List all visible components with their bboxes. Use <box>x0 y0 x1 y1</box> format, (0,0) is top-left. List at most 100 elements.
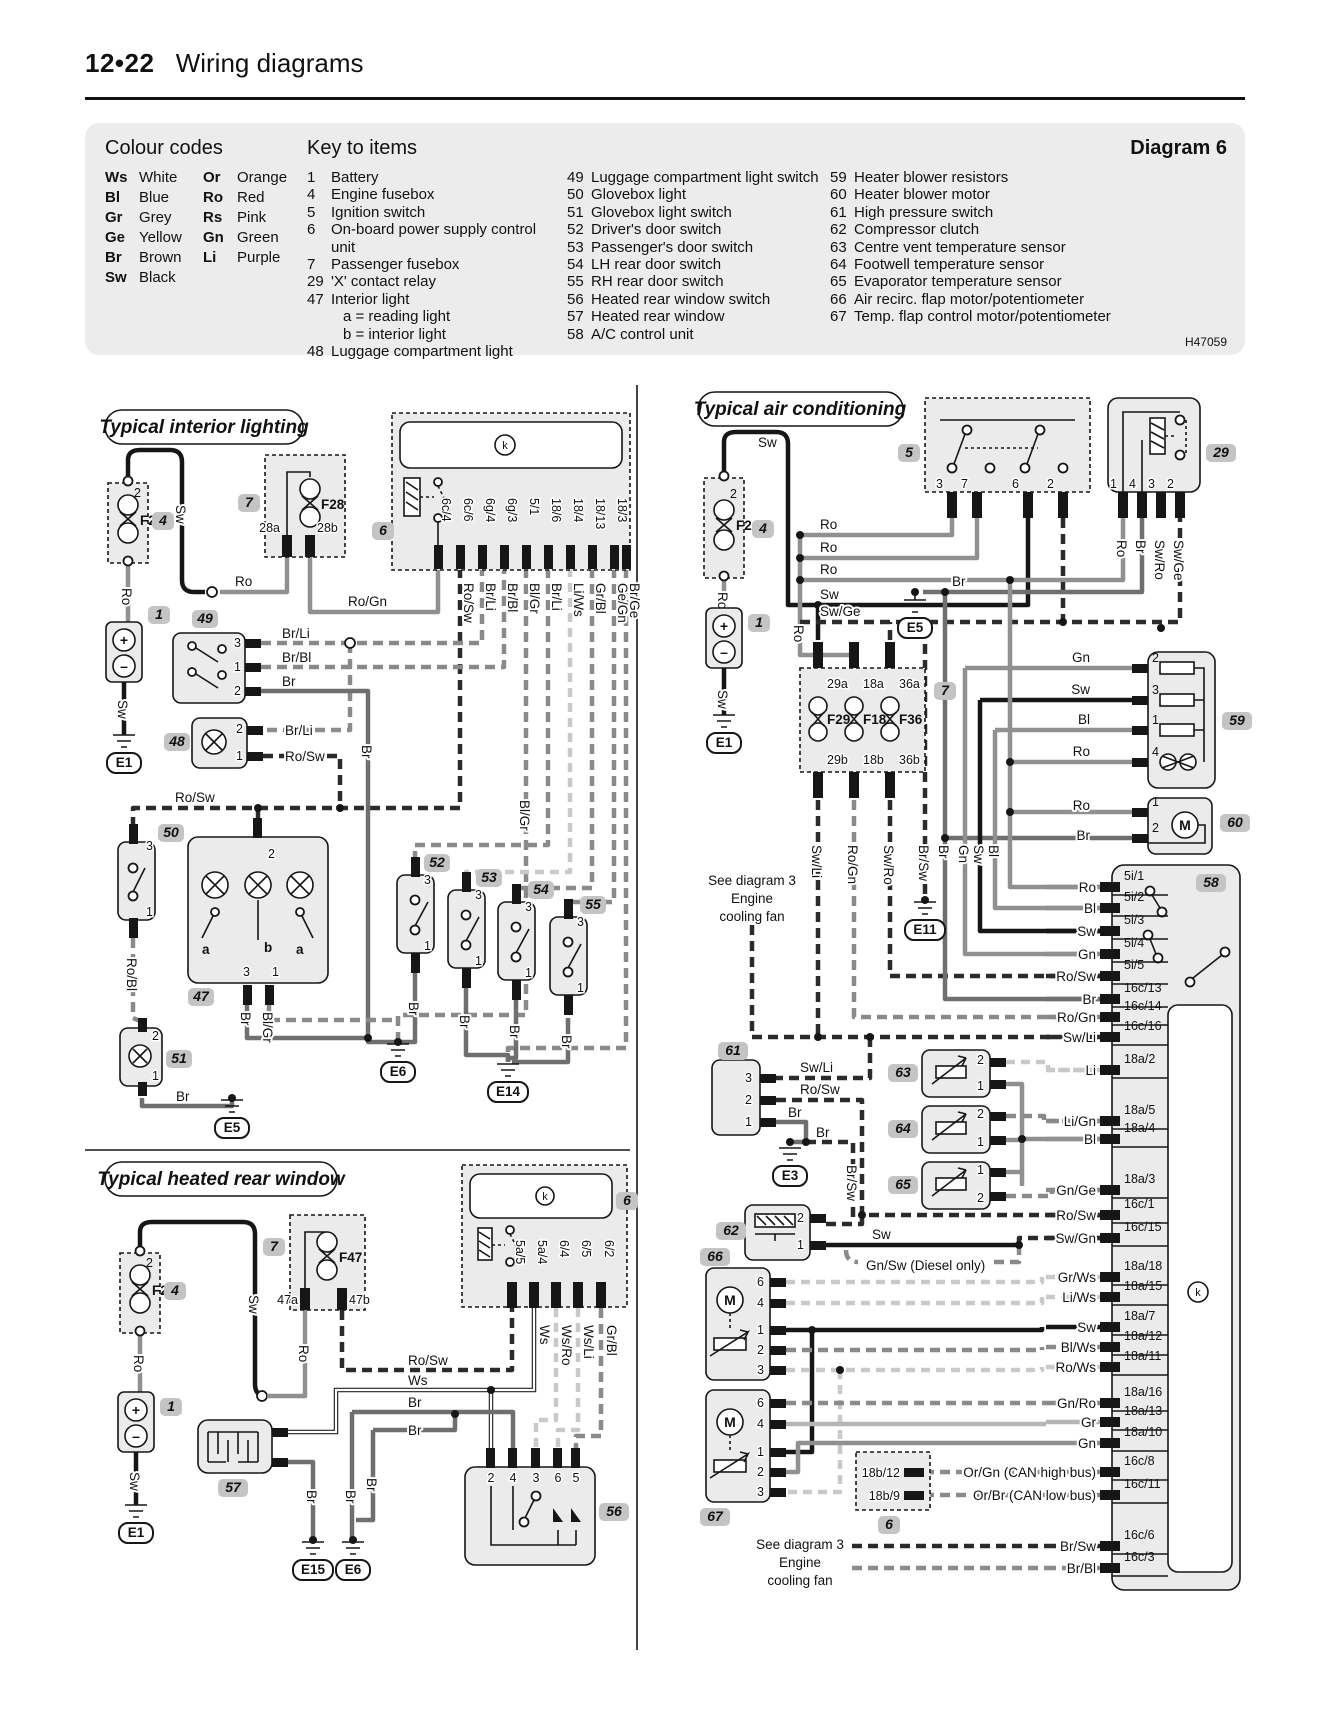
label: 51 <box>171 1050 187 1066</box>
component-passenger-fusebox: F47 47a 47b 7 <box>263 1214 371 1311</box>
label: 29 <box>1212 444 1229 460</box>
fuse-label: F2 <box>140 513 156 528</box>
pin-label: 18a/12 <box>1124 1329 1162 1343</box>
diagram-shape <box>166 1050 192 1068</box>
label: Sw <box>105 269 127 286</box>
diagram-shape <box>160 1398 182 1416</box>
wires-heated <box>133 1219 604 1540</box>
diagram-shape <box>372 522 394 540</box>
label: Battery <box>331 169 379 186</box>
label: k <box>1195 1287 1201 1299</box>
component-glovebox-light-switch: 2 1 51 <box>119 1018 192 1096</box>
label: Br/Sw <box>916 845 931 881</box>
diagram-shape <box>245 663 261 672</box>
label: 1 <box>236 749 243 763</box>
label: 6 <box>885 1516 893 1532</box>
wire-or-line <box>512 1018 571 1065</box>
label: Glovebox light switch <box>591 203 732 221</box>
diagram-shape <box>564 995 573 1015</box>
diagram-shape <box>507 1282 517 1308</box>
label: Gr/Bl <box>604 1325 619 1356</box>
label: M <box>724 1414 736 1430</box>
connector-pin <box>1100 882 1120 892</box>
diagram-shape <box>972 492 982 518</box>
label: 49 <box>567 169 584 186</box>
label: 28b <box>317 521 338 535</box>
wire-or-line <box>786 1440 1046 1475</box>
diagram-shape <box>770 1399 786 1408</box>
wire-or-line <box>800 518 1126 583</box>
label: 5 <box>307 203 316 221</box>
diagram-shape <box>990 1058 1006 1067</box>
wire-label: Br/Bl <box>1067 1561 1096 1576</box>
label: 66 <box>830 290 847 308</box>
diagram-shape <box>941 588 949 596</box>
diagram-shape <box>282 535 292 557</box>
diagram-shape <box>770 1488 786 1497</box>
pin-label: 16c/6 <box>1124 1528 1155 1542</box>
label: 2 <box>1152 821 1159 835</box>
label: 1 <box>234 660 241 674</box>
wire-label: Li <box>1085 1063 1096 1078</box>
label: 48 <box>168 733 185 749</box>
wire-or-line <box>887 800 1100 979</box>
diagram-shape <box>616 1192 638 1210</box>
label: Ro/Sw <box>285 749 325 764</box>
panel-air-conditioning: Typical air conditioning <box>694 391 1252 1591</box>
label: E1 <box>116 755 133 770</box>
label: Br <box>343 1490 358 1504</box>
wire-or-line <box>113 734 135 748</box>
wire-or-line <box>248 875 268 895</box>
wire-or-line <box>786 1327 1045 1333</box>
label: RH rear door switch <box>591 273 724 291</box>
diagram-shape <box>478 545 487 569</box>
diagram-shape <box>935 1065 967 1079</box>
label: Evaporator temperature sensor <box>854 273 1062 291</box>
label: Ro <box>119 588 134 605</box>
ground-E1: E1 <box>118 1504 154 1544</box>
label <box>307 326 331 343</box>
label: 66 <box>707 1248 723 1264</box>
label: Ws <box>105 169 128 186</box>
connector-pin <box>1100 1417 1120 1427</box>
diagram-shape <box>770 1346 786 1355</box>
label: 55 <box>567 273 584 291</box>
component-centre-vent-temp-sensor: 21 63 <box>888 1049 1006 1098</box>
wire-or-line <box>205 875 225 895</box>
diagram-shape <box>596 1282 606 1308</box>
pin-label: 18a/18 <box>1124 1259 1162 1273</box>
diagram-shape <box>946 462 958 474</box>
diagram-shape <box>253 818 262 838</box>
diagram-shape <box>505 1257 515 1267</box>
label: F29 <box>827 712 850 727</box>
label: 53 <box>481 869 497 885</box>
label: 3 <box>1152 683 1159 697</box>
wire-or-line <box>573 1308 604 1448</box>
wire-or-line <box>1150 422 1165 449</box>
label: – <box>120 658 128 674</box>
diagram-shape <box>904 1491 924 1500</box>
label: 1 <box>745 1115 752 1129</box>
wire-label: Gn/Ro <box>1057 1396 1096 1411</box>
diagram-shape <box>295 907 305 917</box>
label: 1 <box>1152 713 1159 727</box>
label: 67 <box>830 308 847 326</box>
label: 3 <box>234 636 241 650</box>
ground-E1: E1 <box>706 714 742 754</box>
key-title: Key to items <box>307 137 418 159</box>
diagram-shape <box>292 1559 334 1581</box>
diagram-shape <box>192 610 218 628</box>
wire-label: Sw/Gn <box>1055 1231 1096 1246</box>
diagram-shape <box>510 951 522 963</box>
diagram-shape <box>770 1448 786 1457</box>
diagram-shape <box>510 921 522 933</box>
label: 4 <box>1129 477 1136 491</box>
label: 65 <box>830 273 847 291</box>
label: 47 <box>192 988 210 1004</box>
diagram-shape <box>462 968 471 988</box>
diagram-shape <box>1132 834 1148 843</box>
wire-label: Gn <box>1078 947 1096 962</box>
